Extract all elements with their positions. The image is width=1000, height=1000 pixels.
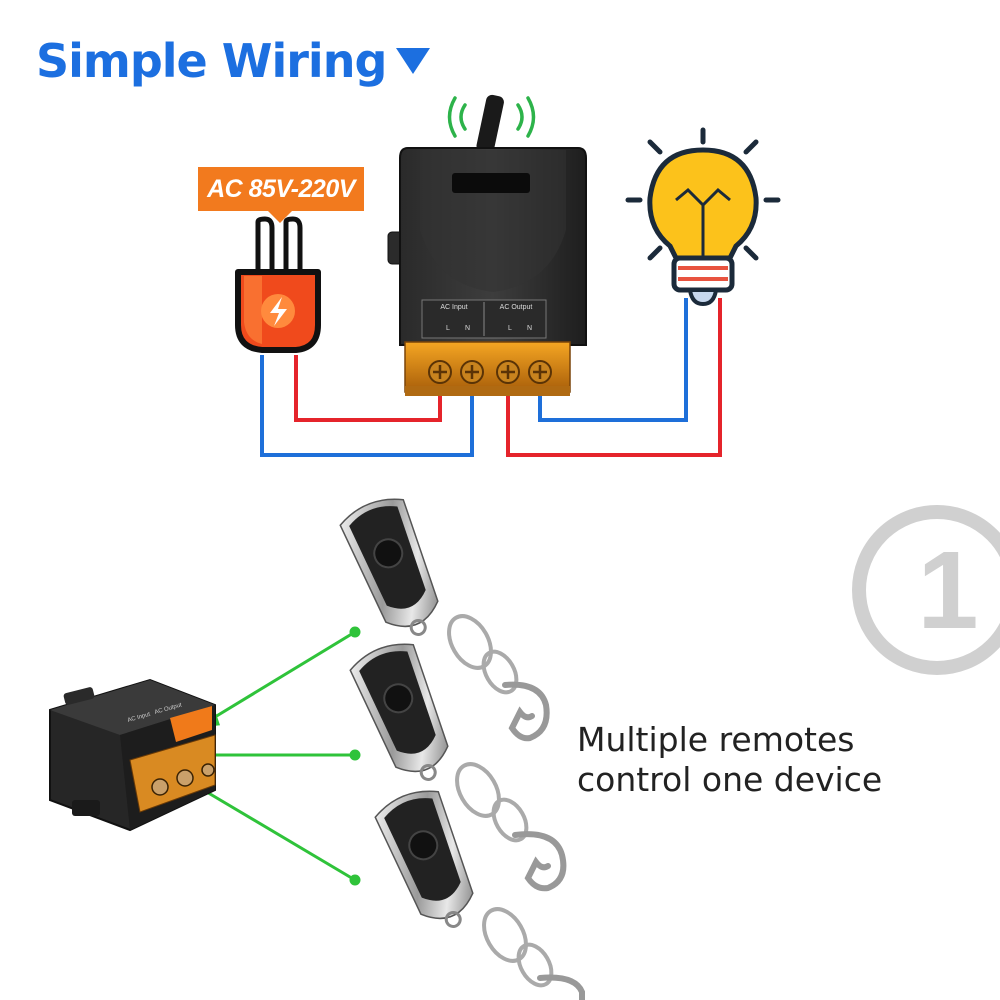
relay-receiver-photo: AC Input AC Output [49,678,216,832]
remote-fob-icon [349,643,567,892]
signal-waves-icon [447,96,536,138]
relay-receiver-icon: AC Input AC Output L N L N [387,94,587,396]
output-l-label: L [508,325,512,332]
receiver-output-label: AC Output [500,304,533,311]
remote-fob-icon [374,790,585,1000]
caption-line-1: Multiple remotes [577,720,855,759]
step-number-badge: 1 [852,505,1000,675]
remote-fob-icon [339,498,550,742]
page-title: Simple Wiring [36,34,431,88]
caption-line-2: control one device [577,760,883,799]
triangle-down-icon [396,47,431,74]
plug-icon [235,216,321,353]
neutral-wires [260,298,688,457]
remotes-caption: Multiple remotes control one device [577,720,882,800]
light-bulb-icon [625,127,781,307]
output-n-label: N [527,325,532,332]
receiver-input-label: AC Input [440,304,467,311]
input-n-label: N [465,325,470,332]
input-l-label: L [446,325,450,332]
step-number: 1 [917,529,978,652]
live-wires [294,298,722,457]
